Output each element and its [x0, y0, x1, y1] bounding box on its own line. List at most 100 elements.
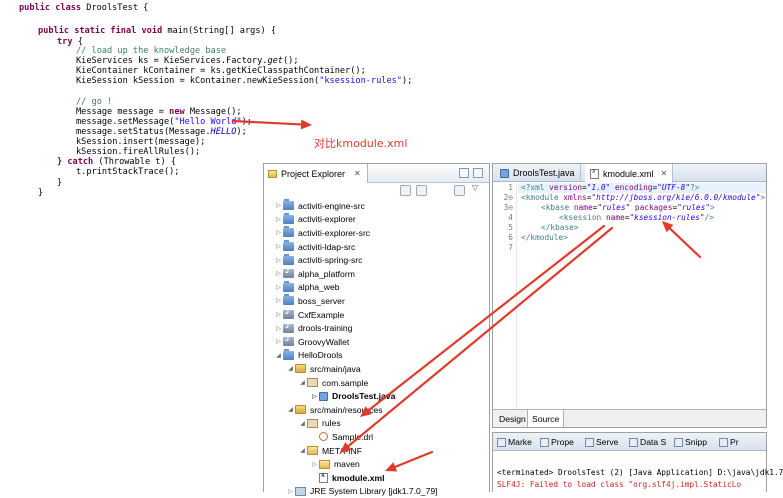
maven-project-icon: [283, 336, 294, 347]
tab-servers[interactable]: Serve: [585, 434, 618, 450]
line-number-gutter: 1 2⊖ 3⊖ 4 5 6 7: [493, 183, 517, 409]
collapse-arrow-icon[interactable]: ◢: [288, 407, 293, 414]
snippets-icon: [674, 437, 683, 447]
collapse-arrow-icon[interactable]: ◢: [288, 366, 293, 373]
xml-line-1: <?xml version="1.0" encoding="UTF-8"?>: [521, 183, 700, 192]
expand-arrow-icon[interactable]: ▷: [312, 461, 317, 468]
tree-item-label: DroolsTest.java: [332, 391, 396, 402]
tree-item-label: activiti-ldap-src: [298, 241, 356, 252]
close-icon[interactable]: ✕: [354, 169, 361, 178]
tree-item[interactable]: ▷ activiti-ldap-src: [274, 240, 355, 254]
expand-arrow-icon[interactable]: ▷: [276, 284, 281, 291]
tree-item[interactable]: ◢rules: [298, 417, 340, 431]
minimize-button[interactable]: [459, 168, 469, 178]
tree-item[interactable]: ◢ META-INF: [298, 444, 362, 458]
tree-item[interactable]: ◢ src/main/resources: [286, 403, 383, 417]
tree-item[interactable]: ▷drools-training: [274, 321, 352, 335]
maximize-button[interactable]: [473, 168, 483, 178]
expand-arrow-icon[interactable]: ▷: [276, 257, 281, 264]
view-menu-icon[interactable]: [454, 185, 465, 196]
expand-arrow-icon[interactable]: ▷: [276, 312, 281, 319]
tree-item-label: JRE System Library [jdk1.7.0_79]: [310, 486, 438, 497]
tree-item[interactable]: ▷activiti-explorer: [274, 212, 356, 227]
project-icon: [283, 253, 294, 265]
collapse-arrow-icon[interactable]: ◢: [300, 448, 305, 455]
tree-item[interactable]: ▷ activiti-spring-src: [274, 253, 362, 267]
console-tab-bar: Marke Prope Serve Data S Snipp Pr: [493, 433, 766, 451]
code-kiecontainer-line: KieContainer kContainer = ks.getKieClass…: [76, 66, 366, 76]
editor-text-area[interactable]: 1 2⊖ 3⊖ 4 5 6 7 <?xml version="1.0" enco…: [493, 183, 766, 409]
package-icon: [307, 418, 318, 428]
project-icon: [283, 240, 294, 252]
drl-file-icon: [319, 432, 328, 442]
tree-item[interactable]: ▷alpha_platform: [274, 267, 355, 281]
tree-item-label: activiti-spring-src: [298, 255, 363, 266]
line-number: 5: [508, 223, 513, 232]
source-folder-icon: [295, 364, 306, 374]
expand-arrow-icon[interactable]: ▷: [276, 230, 281, 237]
tree-item[interactable]: ◢com.sample: [298, 376, 368, 390]
expand-arrow-icon[interactable]: ▷: [276, 298, 281, 305]
code-close-brace: }: [38, 188, 44, 198]
collapse-arrow-icon[interactable]: ◢: [300, 420, 305, 427]
tab-label: DroolsTest.java: [513, 168, 575, 178]
expand-arrow-icon[interactable]: ▷: [276, 203, 281, 210]
xml-line-4: <ksession name="ksession-rules"/>: [559, 213, 714, 222]
tree-item[interactable]: ▷GroovyWallet: [274, 335, 349, 349]
maven-project-icon: [283, 309, 294, 320]
xml-line-3: <kbase name="rules" packages="rules">: [541, 203, 715, 212]
tab-data-source[interactable]: Data S: [629, 434, 666, 450]
tree-item[interactable]: ▷boss_server: [274, 294, 345, 308]
xml-line-2: <kmodule xmlns="http://jboss.org/kie/6.0…: [521, 193, 766, 202]
tab-label: Marke: [508, 437, 532, 447]
expand-arrow-icon[interactable]: ▷: [276, 216, 281, 223]
tree-item-label: META-INF: [322, 445, 362, 456]
collapse-arrow-icon[interactable]: ◢: [276, 352, 281, 359]
tree-item-label: alpha_web: [298, 282, 340, 293]
tree-item[interactable]: ▷ DroolsTest.java: [310, 389, 395, 403]
tree-item-label: activiti-engine-src: [298, 200, 365, 211]
folder-icon: [307, 446, 318, 456]
expand-arrow-icon[interactable]: ▷: [276, 271, 281, 278]
tab-droolstest-java[interactable]: DroolsTest.java: [495, 164, 581, 182]
code-setstatus-line: message.setStatus(Message.HELLO);: [76, 127, 247, 137]
expand-arrow-icon[interactable]: ▷: [288, 488, 293, 495]
project-icon: [283, 226, 294, 238]
tree-item[interactable]: ◢HelloDrools: [274, 348, 342, 363]
expand-arrow-icon[interactable]: ▷: [276, 244, 281, 251]
tab-kmodule-xml[interactable]: kmodule.xml ✕: [585, 164, 674, 183]
tree-item[interactable]: ▷ activiti-engine-src: [274, 199, 365, 213]
tab-source[interactable]: Source: [527, 410, 565, 427]
tree-item[interactable]: Sample.drl: [310, 430, 373, 444]
tree-item[interactable]: ▷maven: [310, 457, 360, 471]
tree-item[interactable]: ▷ alpha_web: [274, 280, 340, 295]
source-folder-icon: [295, 405, 306, 415]
expand-arrow-icon[interactable]: ▷: [276, 339, 281, 346]
close-icon[interactable]: ✕: [660, 169, 668, 178]
link-with-editor-icon[interactable]: [416, 185, 427, 196]
expand-arrow-icon[interactable]: ▷: [312, 393, 317, 400]
annotation-label: 对比kmodule.xml: [314, 137, 408, 150]
expand-arrow-icon[interactable]: ▷: [276, 325, 281, 332]
collapse-arrow-icon[interactable]: ◢: [300, 380, 305, 387]
chevron-down-icon[interactable]: ▽: [472, 183, 479, 192]
tree-item[interactable]: kmodule.xml: [310, 471, 385, 485]
tree-item[interactable]: ▷CxfExample: [274, 308, 344, 322]
tree-item-label: kmodule.xml: [332, 472, 385, 483]
code-close-brace: }: [57, 178, 63, 188]
tab-design[interactable]: Design: [499, 413, 526, 424]
tab-properties[interactable]: Prope: [540, 434, 574, 450]
code-fire-line: kSession.fireAllRules();: [76, 147, 201, 157]
tab-markers[interactable]: Marke: [497, 434, 532, 450]
tree-item-label: src/main/resources: [310, 404, 383, 415]
tab-progress[interactable]: Pr: [719, 434, 739, 450]
project-explorer-tab[interactable]: Project Explorer ✕: [264, 164, 368, 183]
code-catch-line: } catch (Throwable t) {: [57, 157, 177, 167]
tree-item[interactable]: ▷activiti-explorer-src: [274, 226, 370, 240]
tab-snippets[interactable]: Snipp: [674, 434, 707, 450]
tree-item[interactable]: ▷ JRE System Library [jdk1.7.0_79]: [286, 485, 438, 498]
properties-icon: [540, 437, 549, 447]
collapse-all-icon[interactable]: [400, 185, 411, 196]
xml-line-6: </kmodule>: [521, 233, 568, 242]
tree-item[interactable]: ◢src/main/java: [286, 362, 360, 376]
